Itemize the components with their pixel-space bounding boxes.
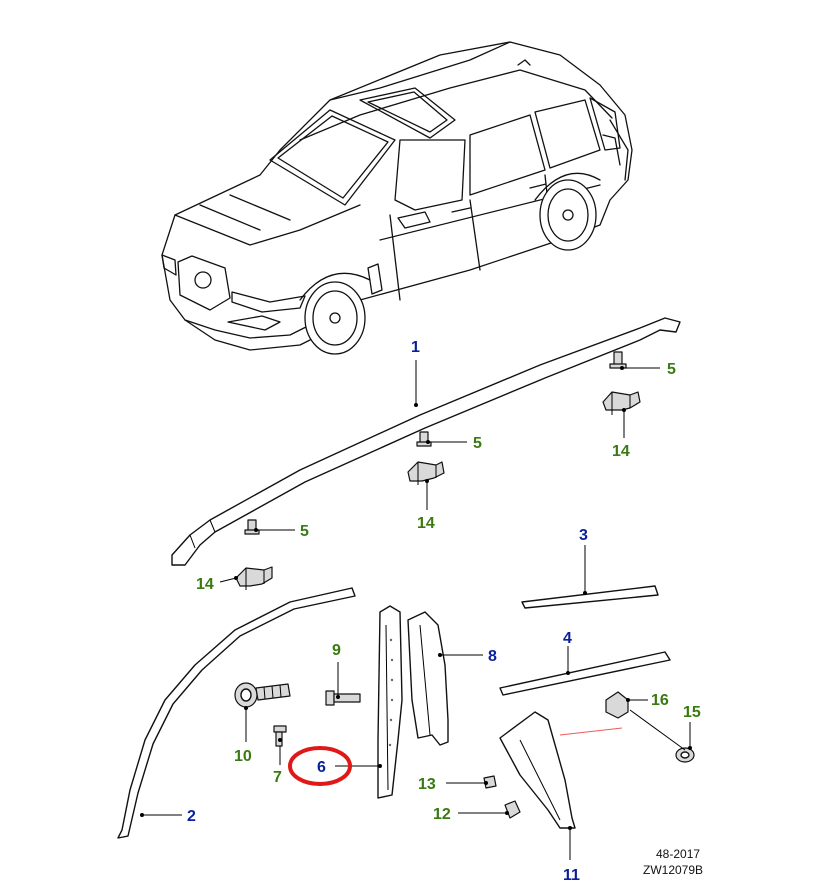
quarter-trim-panel [499, 711, 576, 829]
callout-labels: 1 5 5 5 14 14 14 3 4 8 9 16 15 10 7 6 13… [187, 339, 701, 884]
callout-15: 15 [683, 704, 701, 721]
b-pillar-trim [377, 605, 403, 799]
callout-3: 3 [579, 527, 588, 544]
callout-5-middle: 5 [473, 435, 482, 452]
push-pin-fastener [234, 682, 291, 708]
callout-1: 1 [411, 339, 420, 356]
nut-clip [504, 800, 521, 819]
window-trim-strip-upper [521, 585, 659, 609]
callout-14-right: 14 [612, 443, 630, 460]
car-illustration [161, 41, 633, 355]
callout-4: 4 [563, 630, 572, 647]
c-pillar-trim [407, 611, 449, 746]
callout-12: 12 [433, 806, 451, 823]
callout-13: 13 [418, 776, 436, 793]
drawing-reference: ZW12079B [643, 863, 703, 877]
callout-6: 6 [317, 759, 326, 776]
callout-7: 7 [273, 769, 282, 786]
callout-11: 11 [563, 867, 580, 884]
screw [325, 690, 361, 706]
callout-8: 8 [488, 648, 497, 665]
callout-16: 16 [651, 692, 669, 709]
callout-5-top: 5 [667, 361, 676, 378]
callout-9: 9 [332, 642, 341, 659]
callout-14-left: 14 [196, 576, 214, 593]
expansion-clip [605, 691, 629, 719]
roof-rail-part [171, 317, 681, 566]
window-trim-strip-lower [499, 651, 671, 696]
callout-5-bottom: 5 [300, 523, 309, 540]
callout-2: 2 [187, 808, 196, 825]
callout-10: 10 [234, 748, 252, 765]
leader-lines [140, 360, 692, 860]
rail-clips [235, 391, 641, 590]
rail-stud-fasteners [244, 351, 627, 535]
date-code: 48-2017 [656, 847, 700, 861]
retainer-cap [675, 747, 695, 763]
callout-14-middle: 14 [417, 515, 435, 532]
a-pillar-trim-strip [117, 587, 356, 839]
small-screw [273, 725, 287, 747]
highlight-ring [288, 746, 352, 786]
